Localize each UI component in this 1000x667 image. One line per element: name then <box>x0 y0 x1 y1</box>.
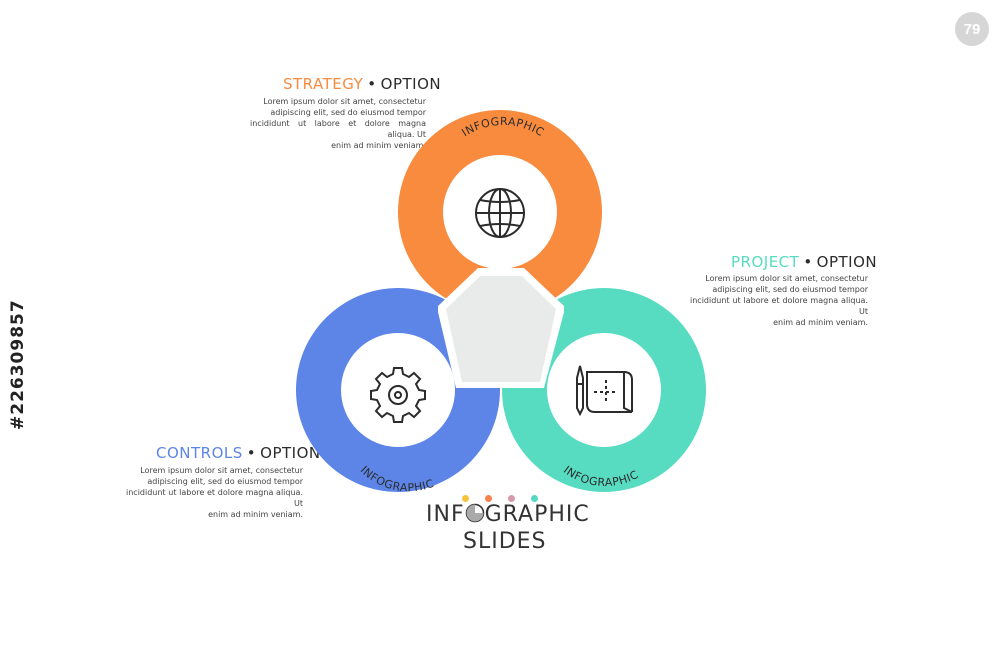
project-option: OPTION <box>816 253 878 271</box>
strategy-option: OPTION <box>380 75 442 93</box>
controls-line: incididunt ut labore et dolore magna ali… <box>126 488 303 508</box>
blueprint-icon <box>576 365 633 417</box>
strategy-title: STRATEGY <box>283 75 364 93</box>
controls-title: CONTROLS <box>156 444 243 462</box>
pie-icon <box>465 503 484 523</box>
strategy-line: enim ad minim veniam. <box>331 141 426 150</box>
strategy-line: adipiscing elit, sed do eiusmod tempor <box>270 108 426 117</box>
title-line-2: SLIDES <box>463 529 547 554</box>
strategy-description: Lorem ipsum dolor sit amet, consectetur … <box>250 96 426 151</box>
controls-line: adipiscing elit, sed do eiusmod tempor <box>147 477 303 486</box>
project-line: incididunt ut labore et dolore magna ali… <box>690 296 868 316</box>
page-number-badge: 79 <box>955 12 989 46</box>
dot-pink <box>508 495 515 502</box>
project-line: enim ad minim veniam. <box>773 318 868 327</box>
controls-heading: CONTROLS•OPTION <box>156 444 321 462</box>
globe-icon <box>475 188 525 238</box>
dot-yellow <box>462 495 469 502</box>
strategy-heading: STRATEGY•OPTION <box>283 75 442 93</box>
controls-line: Lorem ipsum dolor sit amet, consectetur <box>140 466 303 475</box>
dot-teal <box>531 495 538 502</box>
controls-disc <box>341 333 455 447</box>
controls-option: OPTION <box>260 444 321 462</box>
title-part-b: GRAPHIC <box>484 502 590 527</box>
project-line: Lorem ipsum dolor sit amet, consectetur <box>705 274 868 283</box>
pagination-dots <box>462 489 554 507</box>
project-disc <box>547 333 661 447</box>
controls-description: Lorem ipsum dolor sit amet, consectetur … <box>126 465 303 520</box>
title-line-1: INF GRAPHIC <box>426 502 590 527</box>
project-description: Lorem ipsum dolor sit amet, consectetur … <box>690 273 868 328</box>
title-part-a: INF <box>426 502 465 527</box>
gear-icon <box>370 367 426 423</box>
project-line: adipiscing elit, sed do eiusmod tempor <box>712 285 868 294</box>
strategy-line: incididunt ut labore et dolore magna ali… <box>250 119 426 139</box>
dot-orange <box>485 495 492 502</box>
center-triangle <box>446 276 556 382</box>
project-title: PROJECT <box>731 253 800 271</box>
project-heading: PROJECT•OPTION <box>731 253 878 271</box>
strategy-line: Lorem ipsum dolor sit amet, consectetur <box>263 97 426 106</box>
controls-line: enim ad minim veniam. <box>208 510 303 519</box>
